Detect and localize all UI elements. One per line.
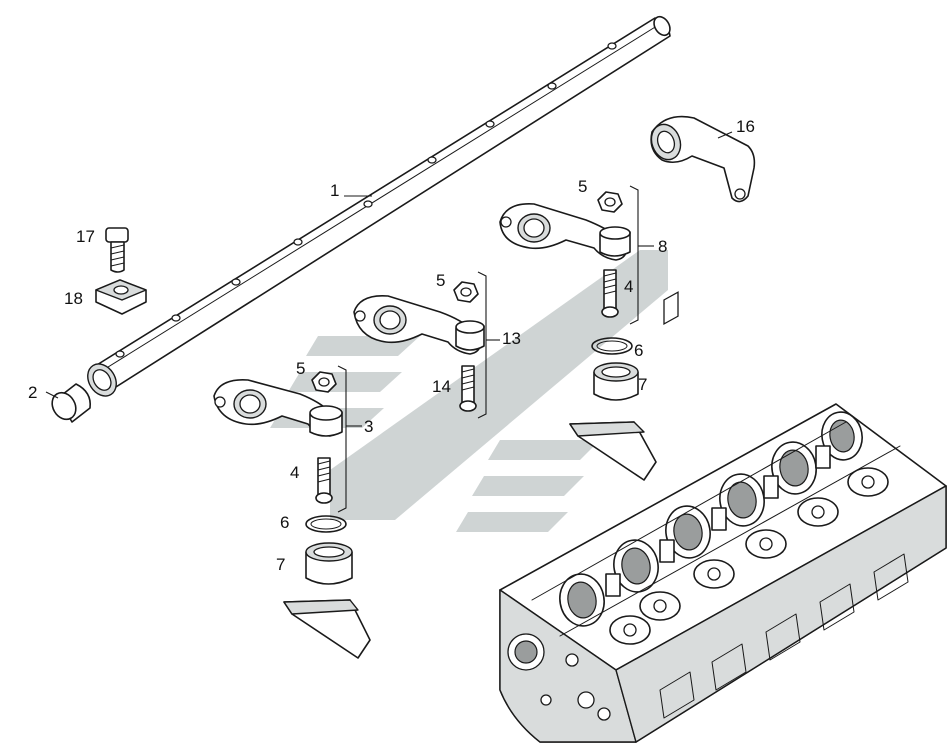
callout-16: 16 [736, 117, 755, 136]
callout-8: 8 [658, 237, 667, 256]
callout-18: 18 [64, 289, 83, 308]
boss [659, 539, 675, 563]
callout-5-right: 5 [578, 177, 587, 196]
support-block [95, 279, 147, 315]
callout-6-left: 6 [280, 513, 289, 532]
callout-5-middle: 5 [436, 271, 445, 290]
oil-hole [171, 314, 181, 322]
oil-hole [115, 350, 125, 358]
shaft-end-plug [51, 383, 92, 423]
callout-2: 2 [28, 383, 37, 402]
callout-7-right: 7 [638, 375, 647, 394]
cylinder-head [499, 291, 947, 743]
rocker-arm-assembly-3 [499, 185, 657, 481]
callout-7-left: 7 [276, 555, 285, 574]
cylinder-bore [559, 573, 605, 627]
oil-hole [293, 238, 303, 246]
boss [815, 445, 831, 469]
oil-hole [231, 278, 241, 286]
injector-pad [847, 467, 889, 497]
injector-pad [609, 615, 651, 645]
boss [605, 573, 621, 597]
shaft-bracket [650, 115, 756, 203]
injector-pad [745, 529, 787, 559]
callout-6-right: 6 [634, 341, 643, 360]
cylinder-bore [771, 441, 817, 495]
callout-17: 17 [76, 227, 95, 246]
callout-4-left: 4 [290, 463, 299, 482]
boss [763, 475, 779, 499]
callout-14: 14 [432, 377, 451, 396]
rocker-shaft [87, 15, 671, 397]
callout-13: 13 [502, 329, 521, 348]
injector-pad [797, 497, 839, 527]
oil-hole [363, 200, 373, 208]
injector-pad [639, 591, 681, 621]
callouts: 1 2 3 4 4 5 5 5 6 6 7 7 8 13 14 16 17 18 [28, 117, 755, 574]
bolt [105, 227, 129, 273]
rocker-arm-assembly-1 [213, 365, 371, 659]
rocker-arm-assembly-2 [353, 271, 500, 419]
injector-pad [693, 559, 735, 589]
oil-hole [547, 82, 557, 90]
callout-1: 1 [330, 181, 339, 200]
cylinder-bore [665, 505, 711, 559]
oil-hole [607, 42, 617, 50]
callout-4-right: 4 [624, 277, 633, 296]
oil-hole [427, 156, 437, 164]
callout-3: 3 [364, 417, 373, 436]
boss [711, 507, 727, 531]
port-window [663, 291, 679, 325]
cylinder-bore [613, 539, 659, 593]
oil-hole [485, 120, 495, 128]
callout-5-left: 5 [296, 359, 305, 378]
